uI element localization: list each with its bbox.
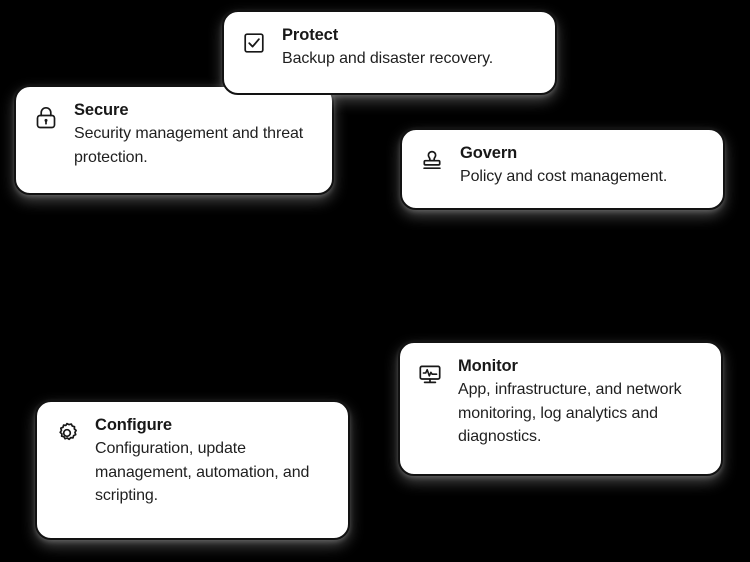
card-body: Govern Policy and cost management. xyxy=(460,143,707,189)
card-description: Security management and threat protectio… xyxy=(74,125,304,166)
card-protect[interactable]: Protect Backup and disaster recovery. xyxy=(222,10,557,95)
card-title: Secure xyxy=(74,101,129,119)
card-body: Monitor App, infrastructure, and network… xyxy=(458,356,705,449)
checkbox-checked-icon xyxy=(239,28,269,58)
card-configure[interactable]: Configure Configuration, update manageme… xyxy=(35,400,350,540)
card-monitor[interactable]: Monitor App, infrastructure, and network… xyxy=(398,341,723,476)
card-body: Protect Backup and disaster recovery. xyxy=(282,25,539,71)
card-title: Govern xyxy=(460,144,518,162)
card-govern[interactable]: Govern Policy and cost management. xyxy=(400,128,725,210)
stamp-icon xyxy=(417,146,447,176)
card-body: Configure Configuration, update manageme… xyxy=(95,415,332,508)
card-description: Configuration, update management, automa… xyxy=(95,440,310,505)
card-description: Policy and cost management. xyxy=(460,168,668,186)
card-description: App, infrastructure, and network monitor… xyxy=(458,381,682,446)
card-body: Secure Security management and threat pr… xyxy=(74,100,316,169)
gear-icon xyxy=(52,418,82,448)
lock-icon xyxy=(31,103,61,133)
card-secure[interactable]: Secure Security management and threat pr… xyxy=(14,85,334,195)
card-description: Backup and disaster recovery. xyxy=(282,50,494,68)
monitor-pulse-icon xyxy=(415,359,445,389)
card-title: Configure xyxy=(95,416,173,434)
card-title: Protect xyxy=(282,26,339,44)
card-title: Monitor xyxy=(458,357,518,375)
